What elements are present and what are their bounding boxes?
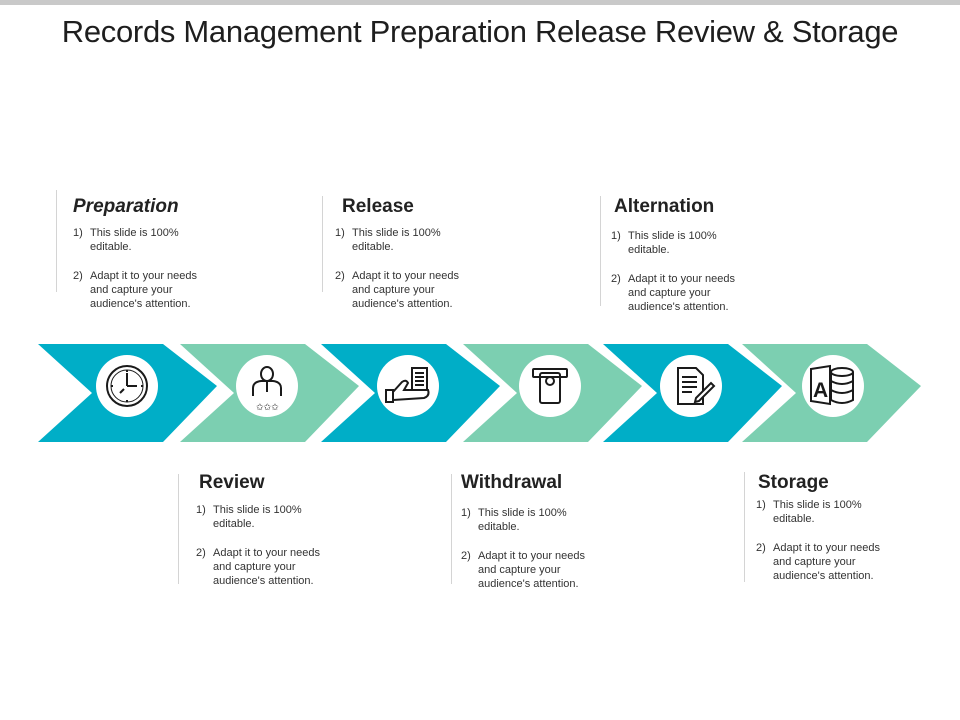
atm-card-icon	[532, 368, 568, 404]
item-text: This slide is 100% editable.	[213, 504, 302, 530]
divider-release	[322, 196, 323, 292]
list-item: 1) This slide is 100% editable.	[335, 226, 535, 254]
stage-block-storage: Storage 1) This slide is 100% editable. 2…	[756, 472, 956, 598]
stage-heading: Withdrawal	[461, 472, 563, 493]
item-number: 1)	[756, 499, 766, 511]
divider-alternation	[600, 196, 601, 306]
stage-points: 1) This slide is 100% editable. 2) Adapt i…	[73, 226, 273, 311]
person-rating-icon: ✩✩✩	[252, 366, 282, 413]
item-number: 2)	[461, 550, 471, 562]
stage-icon-5	[660, 355, 722, 417]
stage-icon-3	[377, 355, 439, 417]
list-item: 1) This slide is 100% editable.	[73, 226, 273, 254]
item-number: 1)	[196, 504, 206, 516]
hand-document-icon	[385, 367, 430, 403]
item-number: 1)	[73, 227, 83, 239]
item-number: 2)	[196, 547, 206, 559]
item-number: 1)	[611, 230, 621, 242]
stage-icon-6: A	[802, 355, 864, 417]
item-text: Adapt it to your needs and capture your …	[773, 542, 881, 582]
stage-points: 1) This slide is 100% editable. 2) Adapt i…	[196, 503, 396, 588]
list-item: 1) This slide is 100% editable.	[461, 506, 661, 534]
stage-heading: Release	[342, 196, 414, 217]
stage-icon-2: ✩✩✩	[236, 355, 298, 417]
stage-points: 1) This slide is 100% editable. 2) Adapt i…	[611, 229, 811, 314]
list-item: 2) Adapt it to your needs and capture you…	[611, 272, 811, 314]
item-number: 2)	[335, 270, 345, 282]
stage-heading: Preparation	[73, 196, 179, 217]
stage-icon-1	[96, 355, 158, 417]
item-text: Adapt it to your needs and capture your …	[628, 273, 736, 313]
clock-icon	[106, 365, 148, 407]
item-text: Adapt it to your needs and capture your …	[478, 550, 586, 590]
stage-points: 1) This slide is 100% editable. 2) Adapt i…	[335, 226, 535, 311]
item-number: 1)	[461, 507, 471, 519]
stage-block-alternation: Alternation 1) This slide is 100% editabl…	[611, 196, 811, 329]
top-accent-bar	[0, 0, 960, 5]
item-text: Adapt it to your needs and capture your …	[213, 547, 321, 587]
list-item: 2) Adapt it to your needs and capture you…	[73, 269, 273, 311]
list-item: 2) Adapt it to your needs and capture you…	[461, 549, 661, 591]
divider-withdrawal	[451, 474, 452, 584]
stage-points: 1) This slide is 100% editable. 2) Adapt i…	[756, 498, 956, 583]
item-number: 2)	[756, 542, 766, 554]
stage-icon-4	[519, 355, 581, 417]
stage-block-withdrawal: Withdrawal 1) This slide is 100% editable…	[461, 472, 661, 606]
list-item: 1) This slide is 100% editable.	[611, 229, 811, 257]
item-number: 2)	[73, 270, 83, 282]
svg-text:✩✩✩: ✩✩✩	[256, 403, 279, 413]
list-item: 2) Adapt it to your needs and capture you…	[196, 546, 396, 588]
list-item: 2) Adapt it to your needs and capture you…	[756, 541, 956, 583]
database-document-icon: A	[810, 364, 854, 406]
item-text: This slide is 100% editable.	[352, 227, 441, 253]
item-text: Adapt it to your needs and capture your …	[352, 270, 460, 310]
list-item: 2) Adapt it to your needs and capture you…	[335, 269, 535, 311]
list-item: 1) This slide is 100% editable.	[756, 498, 956, 526]
item-text: This slide is 100% editable.	[478, 507, 567, 533]
stage-block-preparation: Preparation 1) This slide is 100% editabl…	[73, 196, 273, 326]
stage-heading: Review	[199, 472, 265, 493]
item-text: This slide is 100% editable.	[628, 230, 717, 256]
item-number: 2)	[611, 273, 621, 285]
item-text: This slide is 100% editable.	[90, 227, 179, 253]
divider-preparation	[56, 190, 57, 292]
slide-title: Records Management Preparation Release R…	[61, 14, 899, 49]
item-number: 1)	[335, 227, 345, 239]
stage-heading: Storage	[758, 472, 829, 493]
item-text: Adapt it to your needs and capture your …	[90, 270, 198, 310]
divider-storage	[744, 472, 745, 582]
svg-text:A: A	[813, 379, 828, 402]
stage-block-review: Review 1) This slide is 100% editable. 2)…	[196, 472, 396, 603]
divider-review	[178, 474, 179, 584]
list-item: 1) This slide is 100% editable.	[196, 503, 396, 531]
document-edit-icon	[677, 367, 716, 405]
stage-heading: Alternation	[614, 196, 715, 217]
stage-block-release: Release 1) This slide is 100% editable. 2…	[335, 196, 535, 326]
stage-points: 1) This slide is 100% editable. 2) Adapt i…	[461, 506, 661, 591]
item-text: This slide is 100% editable.	[773, 499, 862, 525]
